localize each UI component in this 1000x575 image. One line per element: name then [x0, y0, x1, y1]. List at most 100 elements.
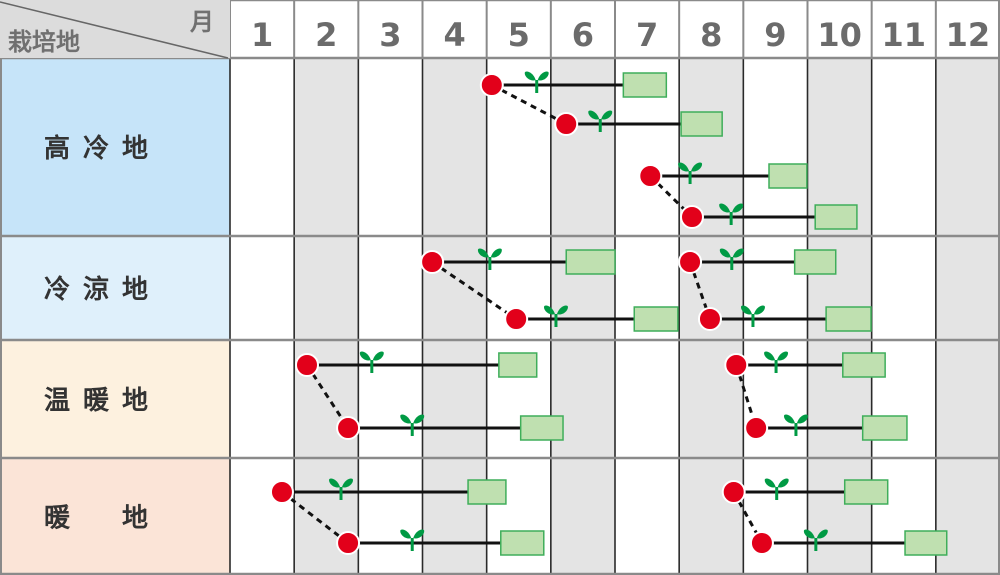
- sprout-icon: [400, 414, 425, 436]
- sprout-leaf-right: [777, 351, 789, 361]
- sowing-dot: [269, 480, 294, 504]
- harvest-period-box: [565, 249, 616, 275]
- region-label-cell: [0, 458, 230, 575]
- sprout-icon: [740, 305, 765, 327]
- sprout-icon: [477, 248, 502, 270]
- sprout-leaf-left: [329, 478, 341, 488]
- sprout-leaf-right: [732, 248, 744, 258]
- month-header-cell: [807, 0, 872, 58]
- month-header-cell: [679, 0, 744, 58]
- header-diagonal: [0, 1, 229, 59]
- month-header-cell: [935, 0, 1000, 58]
- region-label-cell: [0, 236, 230, 340]
- sprout-leaf-left: [764, 351, 776, 361]
- sprout-leaf-left: [719, 203, 731, 213]
- sprout-leaf-left: [740, 305, 752, 315]
- sprout-leaf-right: [601, 110, 613, 120]
- sprout-leaf-left: [477, 248, 489, 258]
- month-header-cell: [294, 0, 359, 58]
- region-label: 温 暖 地: [44, 386, 148, 416]
- sowing-dot: [420, 250, 445, 274]
- month-header-label: 1: [251, 16, 273, 54]
- month-header-cell: [230, 0, 295, 58]
- sowing-dot: [721, 480, 746, 504]
- harvest-period-box: [519, 415, 564, 441]
- harvest-period-box: [500, 530, 545, 556]
- sprout-leaf-left: [803, 529, 815, 539]
- region-label: 高 冷 地: [44, 133, 148, 164]
- month-header-label: 6: [572, 16, 594, 54]
- sprout-icon: [719, 248, 744, 270]
- month-header-cell: [743, 0, 808, 58]
- sprout-icon: [588, 110, 613, 132]
- month-header-cell: [871, 0, 936, 58]
- sowing-dot: [680, 205, 704, 229]
- sprout-leaf-right: [816, 529, 828, 539]
- harvest-period-box: [467, 479, 507, 505]
- harvest-period-box: [861, 415, 908, 441]
- sprout-leaf-right: [691, 162, 703, 172]
- sowing-dot: [554, 112, 579, 136]
- sprout-leaf-left: [400, 529, 412, 539]
- sprout-leaf-right: [777, 478, 789, 488]
- sprout-leaf-right: [413, 414, 425, 424]
- month-column-shade: [550, 58, 615, 575]
- month-header-cell: [486, 0, 551, 58]
- sprout-icon: [543, 305, 568, 327]
- month-header-cell: [358, 0, 423, 58]
- sprout-icon: [400, 529, 425, 551]
- sprout-leaf-right: [490, 248, 502, 258]
- sprout-leaf-right: [753, 305, 765, 315]
- month-header-label: 2: [315, 16, 337, 54]
- harvest-period-box: [793, 249, 837, 275]
- harvest-period-box: [680, 111, 723, 137]
- harvest-period-box: [622, 72, 668, 98]
- month-header-label: 12: [946, 16, 991, 54]
- sprout-leaf-left: [783, 414, 795, 424]
- month-header-label: 11: [881, 16, 926, 54]
- link-dashed-line: [305, 364, 350, 429]
- region-label: 冷 涼 地: [44, 274, 148, 305]
- sprout-leaf-right: [537, 71, 549, 81]
- sprout-icon: [764, 478, 789, 500]
- month-header-label: 10: [817, 16, 862, 54]
- sprout-icon: [719, 203, 744, 225]
- sprout-icon: [764, 351, 789, 373]
- sowing-dot: [697, 307, 722, 331]
- harvest-period-box: [825, 306, 872, 332]
- sprout-leaf-right: [556, 305, 568, 315]
- col-axis-label: 月: [189, 8, 214, 36]
- sowing-dot: [504, 307, 529, 331]
- month-header-label: 7: [636, 16, 658, 54]
- sowing-dot: [678, 250, 703, 274]
- link-dashed-line: [491, 83, 567, 126]
- harvest-period-box: [498, 352, 538, 378]
- month-header-cell: [550, 0, 615, 58]
- sowing-dot: [336, 531, 361, 555]
- month-column-shade: [935, 58, 1000, 575]
- harvest-period-box: [904, 530, 948, 556]
- sprout-leaf-left: [678, 162, 690, 172]
- sowing-dot: [749, 531, 774, 555]
- sprout-leaf-right: [342, 478, 354, 488]
- sprout-leaf-left: [400, 414, 412, 424]
- sprout-leaf-right: [413, 529, 425, 539]
- harvest-period-box: [842, 352, 886, 378]
- sowing-dot: [295, 353, 319, 377]
- sowing-dot: [638, 164, 663, 188]
- harvest-period-box: [814, 204, 858, 230]
- link-dashed-line: [431, 260, 518, 321]
- link-dashed-line: [281, 490, 349, 545]
- month-header-cell: [615, 0, 680, 58]
- row-axis-label: 栽培地: [8, 28, 80, 56]
- month-header-label: 5: [508, 16, 530, 54]
- region-label-cell: [0, 58, 230, 236]
- sprout-leaf-right: [732, 203, 744, 213]
- harvest-period-box: [633, 306, 679, 332]
- month-header-label: 8: [700, 16, 722, 54]
- sprout-leaf-left: [588, 110, 600, 120]
- month-header-label: 4: [443, 16, 465, 54]
- sprout-leaf-left: [359, 351, 371, 361]
- month-header-label: 9: [764, 16, 786, 54]
